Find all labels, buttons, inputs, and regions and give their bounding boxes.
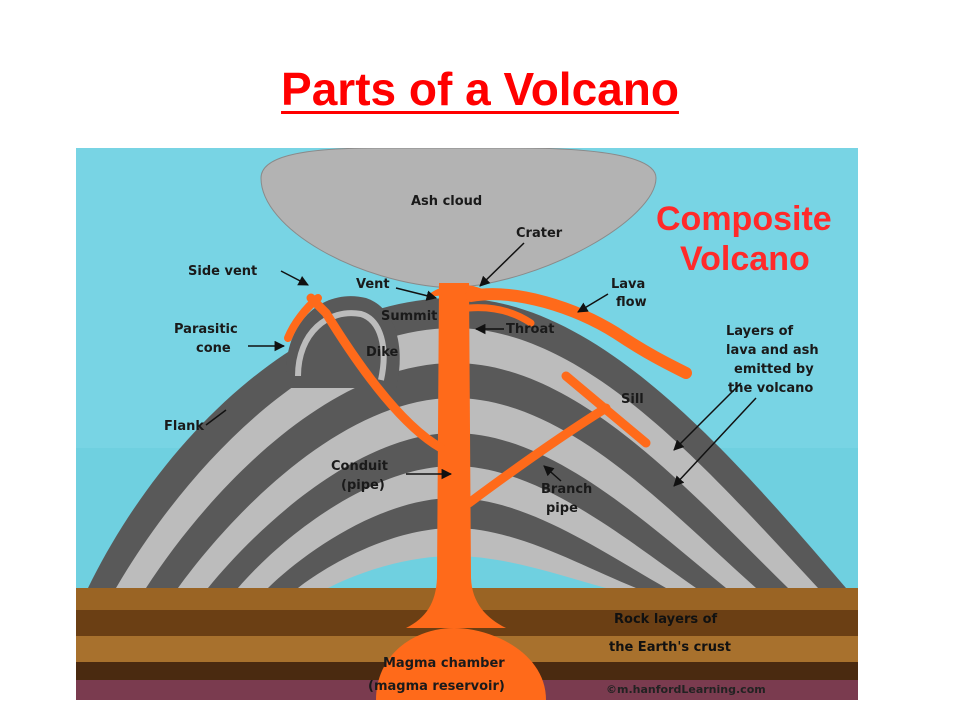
label-vent: Vent bbox=[356, 277, 390, 292]
lava-system bbox=[284, 283, 692, 700]
label-lava-flow-1: Lava bbox=[611, 277, 645, 292]
label-conduit-2: (pipe) bbox=[341, 478, 385, 493]
label-layers-1: Layers of bbox=[726, 324, 794, 339]
label-lava-flow-2: flow bbox=[616, 295, 647, 310]
label-parasitic-cone-1: Parasitic bbox=[174, 322, 238, 337]
label-summit: Summit bbox=[381, 309, 437, 324]
label-side-vent: Side vent bbox=[188, 264, 257, 279]
label-branch-pipe-1: Branch bbox=[541, 482, 592, 497]
volcano-diagram: Composite Volcano Ash cloud Crater Side … bbox=[76, 148, 858, 700]
label-rock-layers-2: the Earth's crust bbox=[609, 640, 731, 655]
slide-title: Parts of a Volcano bbox=[281, 63, 679, 115]
label-magma-chamber-2: (magma reservoir) bbox=[368, 679, 505, 694]
label-conduit-1: Conduit bbox=[331, 459, 388, 474]
volcano-diagram-svg: Composite Volcano Ash cloud Crater Side … bbox=[76, 148, 858, 700]
label-throat: Throat bbox=[506, 322, 554, 337]
label-layers-2: lava and ash bbox=[726, 343, 819, 358]
diagram-title-line1: Composite bbox=[656, 200, 832, 238]
credit: ©m.hanfordLearning.com bbox=[606, 683, 766, 696]
label-layers-3: emitted by bbox=[734, 362, 814, 377]
label-ash-cloud: Ash cloud bbox=[411, 194, 482, 209]
label-parasitic-cone-2: cone bbox=[196, 341, 231, 356]
label-sill: Sill bbox=[621, 392, 644, 407]
label-crater: Crater bbox=[516, 226, 563, 241]
label-branch-pipe-2: pipe bbox=[546, 501, 578, 516]
diagram-title-line2: Volcano bbox=[680, 240, 810, 278]
label-flank: Flank bbox=[164, 419, 204, 434]
label-layers-4: the volcano bbox=[728, 381, 813, 396]
label-magma-chamber-1: Magma chamber bbox=[383, 656, 505, 671]
label-dike: Dike bbox=[366, 345, 399, 360]
label-rock-layers-1: Rock layers of bbox=[614, 612, 718, 627]
ash-cloud bbox=[260, 148, 657, 289]
